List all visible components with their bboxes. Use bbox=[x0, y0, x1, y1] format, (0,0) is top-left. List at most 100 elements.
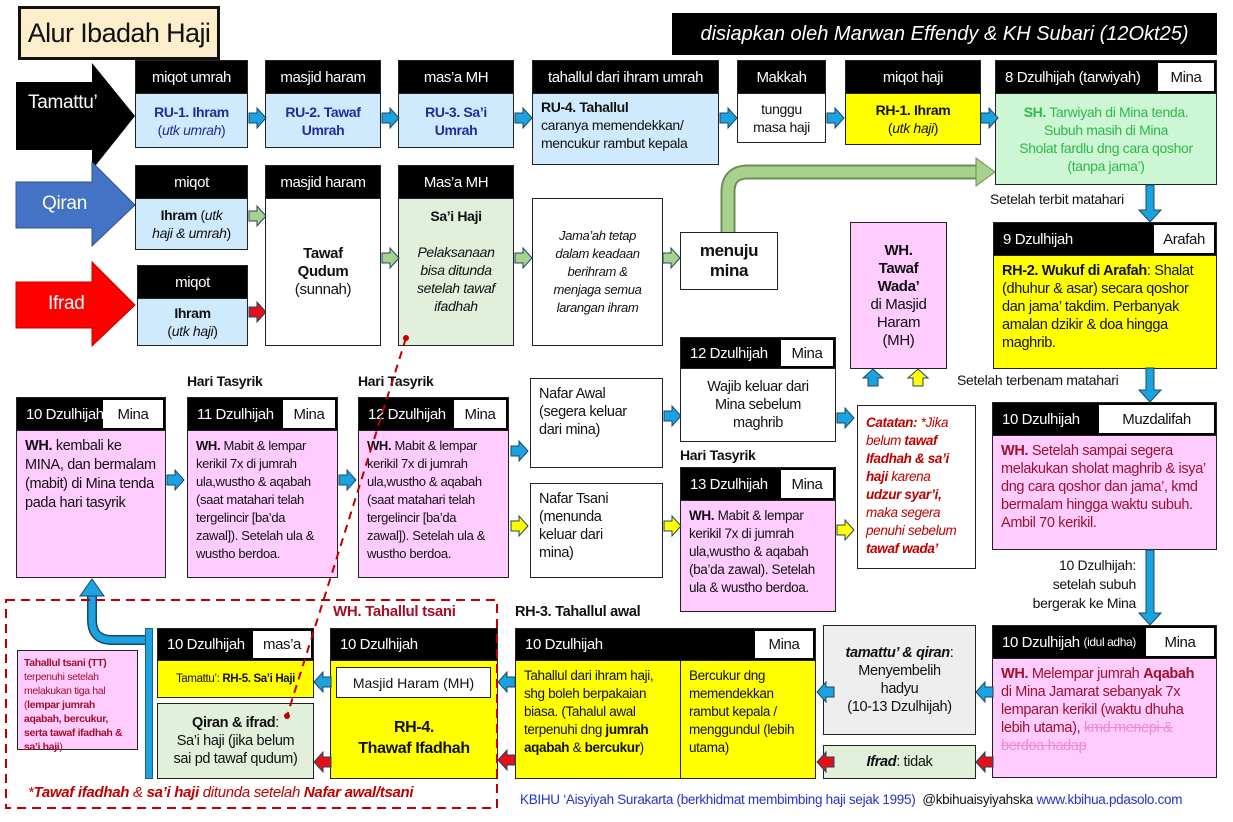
text-segment: Wajib keluar dari Mina sebelum maghrib bbox=[707, 379, 809, 431]
step-mina13: WH. Mabit & lempar kerikil 7x di jumrah … bbox=[680, 500, 836, 612]
step-rh3-bercukur: Bercukur dng memendekkan rambut kepala /… bbox=[680, 660, 816, 779]
label-hari-tasyrik: Hari Tasyrik bbox=[680, 447, 756, 463]
text-segment: Pelaksanaan bisa ditunda setelah tawaf i… bbox=[417, 244, 495, 314]
text-block: Qiran & ifrad: Sa’i haji (jika belum sai… bbox=[163, 714, 308, 768]
text-block: RH-2. Wukuf di Arafah: Shalat (dhuhur & … bbox=[1002, 262, 1208, 352]
flow-arrow-right-icon bbox=[836, 518, 855, 542]
text-segment: ) bbox=[639, 740, 645, 755]
step-ru4: RU-4. Tahallul caranya memendekkan/ menc… bbox=[532, 93, 719, 165]
text-segment: udzur syar’i, bbox=[866, 487, 942, 502]
flow-arrow-left-icon bbox=[313, 670, 332, 694]
author-banner: disiapkan oleh Marwan Effendy & KH Subar… bbox=[672, 13, 1217, 55]
text-segment: WH. bbox=[689, 508, 715, 523]
text-segment: : Shalat (dhuhur & asar) secara qoshor d… bbox=[1002, 263, 1194, 351]
green-connector-head-icon bbox=[975, 157, 996, 187]
flow-arrow-right-icon bbox=[826, 106, 845, 130]
header-date: 10 Dzulhijah bbox=[167, 636, 245, 653]
flow-arrow-down-icon bbox=[1137, 549, 1163, 626]
title-box: Alur Ibadah Haji bbox=[18, 6, 220, 60]
header-place: Mina bbox=[454, 400, 506, 428]
footnote: *Tawaf ifadhah & sa’i haji ditunda setel… bbox=[28, 784, 414, 801]
step-header: miqot bbox=[137, 265, 248, 299]
step-mina12: WH. Mabit & lempar kerikil 7x di jumrah … bbox=[358, 430, 509, 578]
text-block: WH. Melempar jumrah Aqabah di Mina Jamar… bbox=[1001, 665, 1208, 755]
text-segment: Setelah sampai segera melakukan sholat m… bbox=[1001, 443, 1206, 531]
label-rh3: RH-3. Tahallul awal bbox=[515, 604, 641, 620]
text-segment: kembali ke MINA, dan bermalam (mabit) di… bbox=[25, 438, 156, 511]
text-block: RU-1. Ihram (utk umrah) bbox=[141, 103, 242, 139]
text-segment: : Menyembelih hadyu (10-13 Dzulhijah) bbox=[847, 645, 954, 715]
text-segment: tunggu masa haji bbox=[753, 101, 810, 135]
footer-social[interactable]: @kbihuaisyiyahska bbox=[922, 792, 1033, 807]
step-rh1: RH-1. Ihram (utk haji) bbox=[845, 93, 981, 145]
text-segment: Tawaf ifadhah bbox=[33, 784, 130, 801]
text-block: Nafar Tsani (menunda keluar dari mina) bbox=[539, 490, 654, 562]
flow-arrow-right-icon bbox=[338, 468, 357, 492]
step-mina10: WH. kembali ke MINA, dan bermalam (mabit… bbox=[16, 430, 166, 578]
header-note: (idul adha) bbox=[1083, 635, 1137, 649]
text-block: Catatan: *Jika belum tawaf Ifadhah & sa’… bbox=[866, 414, 967, 558]
tahallul-tsani-note: Tahallul tsani (TT) terpenuhi setelah me… bbox=[17, 650, 138, 753]
text-segment: Tarwiyah di Mina tenda. Subuh masih di M… bbox=[1019, 104, 1193, 174]
header-date: 12 Dzulhijah bbox=[690, 344, 768, 362]
text-block: tunggu masa haji bbox=[743, 100, 820, 136]
flow-arrow-right-icon bbox=[510, 514, 529, 538]
flow-arrow-up-icon bbox=[906, 368, 930, 387]
text-segment: Jama’ah tetap dalam keadaan berihram & m… bbox=[553, 228, 642, 315]
text-block: Sa’i Haji Pelaksanaan bisa ditunda setel… bbox=[404, 207, 508, 315]
text-block: WH. Mabit & lempar kerikil 7x di jumrah … bbox=[689, 507, 827, 597]
catatan-note: Catatan: *Jika belum tawaf Ifadhah & sa’… bbox=[857, 405, 976, 569]
step-ru3: RU-3. Sa’i Umrah bbox=[398, 93, 514, 148]
flow-arrow-right-icon bbox=[381, 246, 400, 270]
text-block: Tahallul dari ihram haji, shg boleh berp… bbox=[524, 667, 672, 757]
step-mina11: WH. Mabit & lempar kerikil 7x di jumrah … bbox=[187, 430, 338, 578]
text-segment: kmd menepi & berdoa hadap bbox=[1001, 720, 1173, 754]
header-date: 11 Dzulhijah bbox=[197, 405, 274, 423]
label-terbit: Setelah terbit matahari bbox=[990, 191, 1124, 207]
text-segment: WH. Tawaf Wada’ bbox=[877, 241, 920, 295]
text-segment: ( bbox=[167, 323, 172, 339]
text-segment: Qiran & ifrad bbox=[192, 715, 276, 731]
text-segment: & bbox=[569, 740, 585, 755]
flow-arrow-right-icon bbox=[510, 439, 529, 463]
label-hari-tasyrik: Hari Tasyrik bbox=[358, 373, 434, 389]
text-segment: WH. bbox=[196, 438, 221, 453]
flow-arrow-right-icon bbox=[719, 106, 738, 130]
text-segment: WH. bbox=[25, 438, 53, 454]
text-block: Wajib keluar dari Mina sebelum maghrib bbox=[686, 378, 830, 432]
step-tarwiyah: SH. Tarwiyah di Mina tenda. Subuh masih … bbox=[995, 93, 1217, 185]
text-segment: di Masjid Haram (MH) bbox=[870, 295, 927, 349]
header-date: 10 Dzulhijah bbox=[1002, 410, 1080, 428]
text-segment: Sa’i Haji bbox=[430, 208, 482, 224]
footer-website[interactable]: www.kbihua.pdasolo.com bbox=[1036, 792, 1183, 807]
flow-arrow-right-icon bbox=[166, 468, 185, 492]
text-segment: (sunnah) bbox=[294, 281, 352, 298]
text-segment: ( bbox=[157, 121, 162, 138]
text-block: WH. Tawaf Wada’ di Masjid Haram (MH) bbox=[856, 242, 941, 350]
text-block: Ifrad: tidak bbox=[829, 753, 970, 771]
flow-arrow-right-icon bbox=[514, 246, 533, 270]
text-segment: utk haji bbox=[171, 323, 214, 339]
text-segment: menuju mina bbox=[699, 241, 759, 280]
flow-arrow-left-icon bbox=[497, 670, 516, 694]
text-block: Ihram (utk haji) bbox=[143, 304, 242, 340]
step-wait: tunggu masa haji bbox=[737, 93, 826, 143]
tamattu-arrow bbox=[16, 63, 135, 170]
text-segment: Tawaf Qudum bbox=[297, 245, 349, 280]
text-block: Jama’ah tetap dalam keadaan berihram & m… bbox=[538, 227, 657, 317]
text-block: RU-4. Tahallul caranya memendekkan/ menc… bbox=[541, 98, 710, 152]
text-segment: RH-5. Sa’i Haji bbox=[222, 673, 296, 685]
header-place: Mina bbox=[1146, 628, 1214, 656]
text-segment: : tidak bbox=[896, 754, 933, 770]
blue-pipe-outline bbox=[87, 595, 146, 645]
header-date: 12 Dzulhijah bbox=[368, 405, 446, 423]
text-segment: ) bbox=[213, 323, 218, 339]
header-date: 13 Dzulhijah bbox=[690, 475, 768, 493]
text-block: RU-2. Tawaf Umrah bbox=[271, 103, 375, 139]
header-place: Arafah bbox=[1154, 225, 1214, 253]
text-segment: Ihram bbox=[160, 207, 198, 223]
flow-arrow-left-icon bbox=[975, 680, 994, 704]
